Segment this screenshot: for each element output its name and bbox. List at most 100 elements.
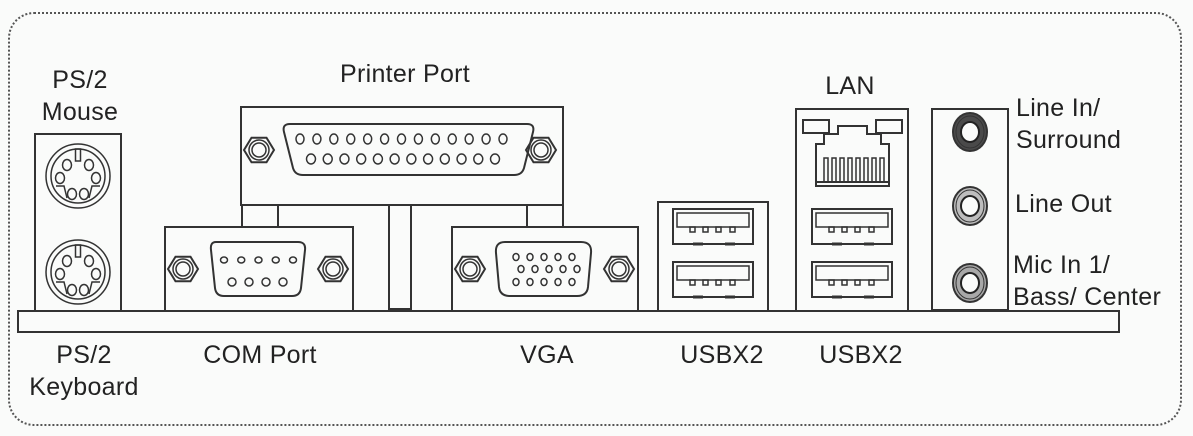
- db25-pin: [498, 133, 508, 145]
- screw-hole: [251, 142, 267, 158]
- db25-pin: [473, 153, 484, 165]
- usb-contact: [828, 279, 835, 286]
- screw-ring: [248, 139, 270, 161]
- rj45-pin: [839, 157, 845, 183]
- db25-pin: [447, 133, 457, 145]
- label-ps2-mouse: PS/2 Mouse: [42, 64, 119, 128]
- screw-hole: [533, 142, 549, 158]
- audio-jack-icon: [952, 112, 988, 152]
- rj45-pin: [855, 157, 861, 183]
- db25-pins: [295, 133, 508, 165]
- hex-screw-icon: [242, 136, 276, 164]
- db9-pins: [219, 256, 298, 287]
- db9-shell: [209, 241, 307, 297]
- db15-pin: [568, 252, 576, 262]
- db15-pin: [531, 264, 539, 274]
- usb-contact: [715, 279, 722, 286]
- usb-contact: [854, 279, 861, 286]
- label-line-in-line2: Surround: [1016, 126, 1122, 154]
- ps2-outer-ring: [45, 143, 111, 209]
- ps2-pin: [90, 267, 102, 281]
- usb-pair-1-connector: [657, 201, 769, 312]
- ps2-pin: [54, 171, 66, 185]
- db9-pin: [227, 277, 237, 287]
- db9-pin: [254, 256, 263, 264]
- printer-leg: [388, 204, 412, 310]
- ps2-pin: [90, 171, 102, 185]
- rj45-pin: [831, 157, 837, 183]
- screw-hex: [524, 136, 558, 164]
- printer-port-connector: [240, 106, 564, 310]
- screw-hex: [166, 255, 200, 283]
- label-mic-in: Mic In 1/ Bass/ Center: [1013, 249, 1161, 313]
- db25-pin: [372, 153, 384, 165]
- rj45-socket: [815, 125, 890, 187]
- usb-port-icon: [811, 208, 893, 246]
- ps2-pin: [78, 283, 90, 297]
- rj45-pin: [847, 157, 853, 183]
- printer-leg: [526, 204, 564, 231]
- ps2-pin: [66, 187, 78, 201]
- db25-pin: [346, 133, 356, 145]
- label-printer-port: Printer Port: [339, 60, 471, 88]
- db25-pin: [322, 153, 333, 165]
- screw-hole: [325, 261, 341, 277]
- db15-pin: [554, 277, 562, 287]
- db15-pin: [512, 252, 520, 262]
- label-ps2-mouse-line1: PS/2: [52, 66, 108, 94]
- usb-tongue: [815, 212, 889, 228]
- usb-contact: [868, 226, 875, 233]
- usb-port-icon: [672, 261, 754, 299]
- db15-pin: [526, 277, 534, 287]
- screw-ring: [608, 258, 630, 280]
- jack-ring: [955, 115, 985, 149]
- db25-pin: [339, 153, 350, 165]
- db25-pin: [481, 133, 491, 145]
- db25-pin: [379, 133, 390, 145]
- rj45-pin: [879, 157, 885, 183]
- usb-contact: [702, 226, 709, 233]
- db25-pin: [413, 133, 424, 145]
- screw-hex: [602, 255, 636, 283]
- label-ps2-keyboard: PS/2 Keyboard: [29, 339, 138, 403]
- ps2-pin: [61, 158, 73, 172]
- audio-jack-stack: [931, 108, 1009, 311]
- diagram-border: [8, 12, 1182, 426]
- usb-port-icon: [811, 261, 893, 299]
- usb-contact: [854, 226, 861, 233]
- screw-hole: [175, 261, 191, 277]
- usb-housing: [657, 201, 769, 312]
- db25-pin: [389, 153, 400, 165]
- db25-pin: [355, 153, 367, 165]
- ps2-pin: [83, 254, 95, 268]
- audio-jack-icon: [952, 263, 988, 303]
- ps2-shield-left: [56, 281, 68, 295]
- db25-pin: [396, 133, 407, 145]
- db25-pin: [406, 153, 417, 165]
- label-mic-in-line2: Bass/ Center: [1013, 283, 1162, 311]
- usb-port-frame: [672, 208, 754, 245]
- db9-pin: [278, 277, 288, 287]
- db9-pin: [271, 256, 280, 264]
- label-com-port: COM Port: [203, 341, 317, 369]
- db25-pin: [439, 153, 451, 165]
- db15-pin: [554, 252, 562, 262]
- ps2-shield-right: [88, 281, 100, 295]
- db15-pin: [568, 277, 576, 287]
- usb-contact: [841, 279, 848, 286]
- screw-ring: [322, 258, 344, 280]
- screw-hole: [611, 261, 627, 277]
- label-ps2-mouse-line2: Mouse: [41, 98, 119, 126]
- label-line-out: Line Out: [1015, 190, 1112, 218]
- label-ps2-keyboard-line1: PS/2: [56, 341, 112, 369]
- screw-ring: [172, 258, 194, 280]
- vga-connector: [451, 226, 639, 312]
- usb-ports: [672, 208, 754, 299]
- label-vga: VGA: [520, 341, 574, 369]
- jack-ring: [955, 189, 985, 223]
- db15-pin: [559, 264, 567, 274]
- label-lan: LAN: [825, 72, 875, 100]
- db9-pin: [288, 256, 298, 264]
- jack-ring: [955, 266, 985, 300]
